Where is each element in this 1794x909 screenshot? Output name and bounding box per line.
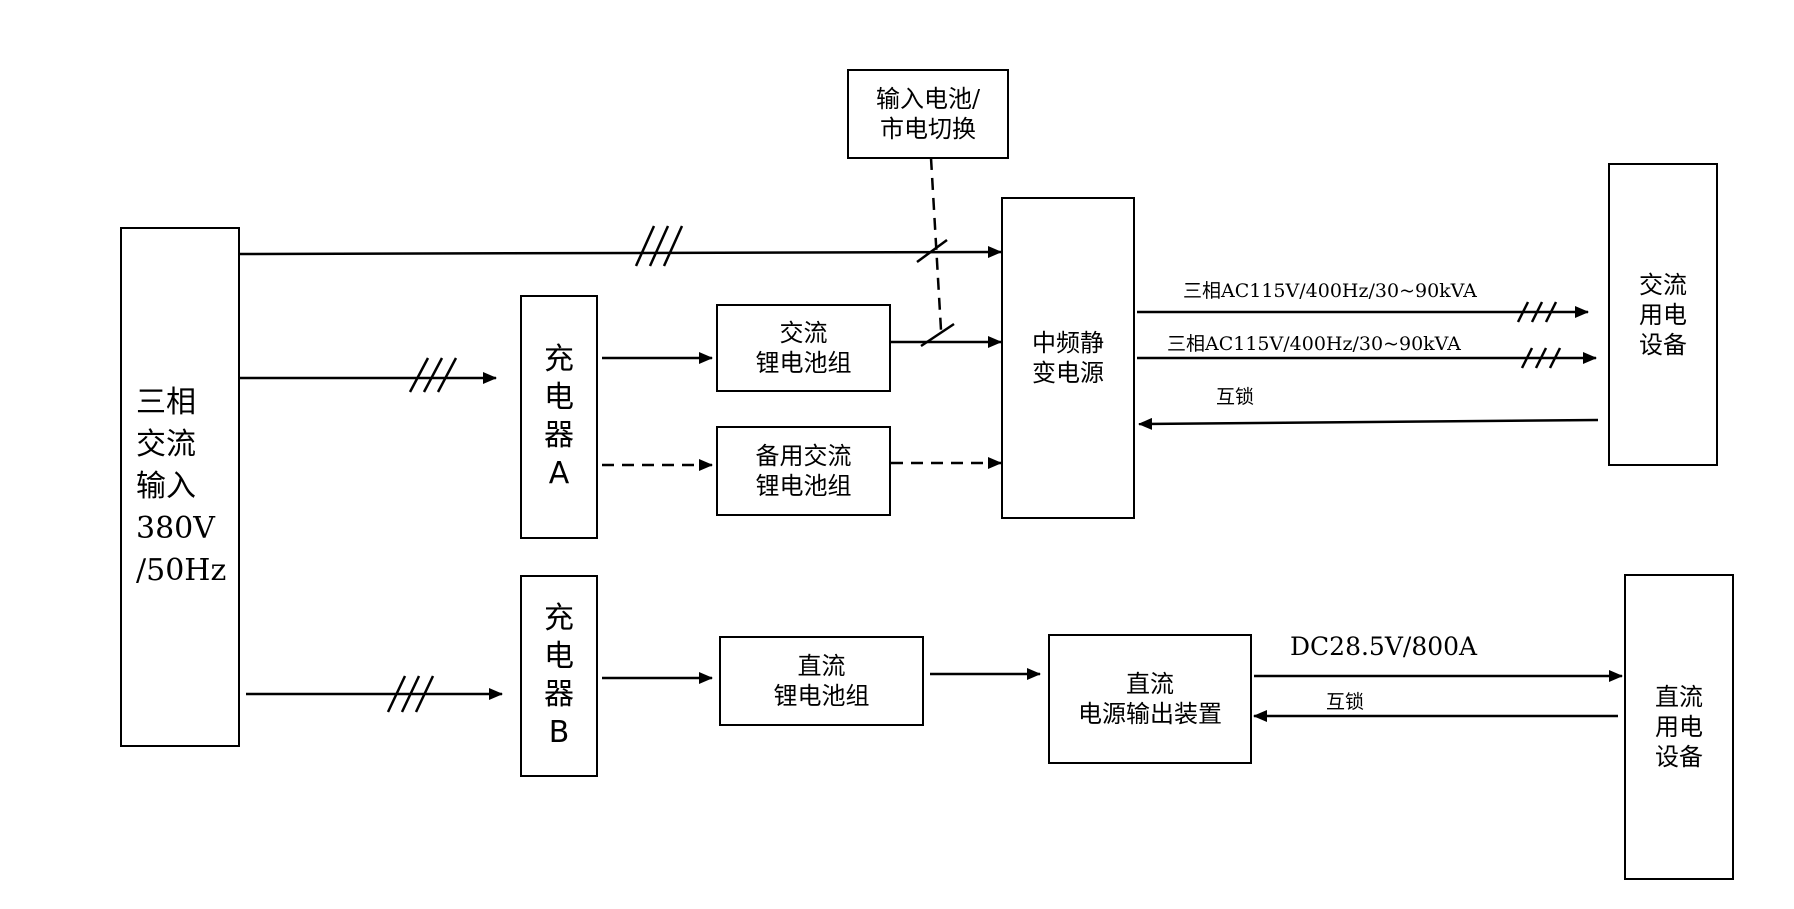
dc-battery-box: 直流 锂电池组 [719,636,924,726]
line-input-to-static-power [239,246,1002,259]
ac-equipment-box: 交流 用电 设备 [1608,163,1718,466]
backup-ac-battery-box: 备用交流 锂电池组 [716,426,891,516]
ac-battery-box: 交流 锂电池组 [716,304,891,392]
input-switch-box: 输入电池/ 市电切换 [847,69,1009,159]
charger-b-box: 充 电 器 B [520,575,598,777]
dc-interlock-label: 互锁 [1326,691,1365,713]
ac-interlock-label: 互锁 [1216,386,1255,408]
mf-static-power-box: 中频静 变电源 [1001,197,1135,519]
line-ac-interlock [1138,417,1599,430]
dc-equipment-box: 直流 用电 设备 [1624,574,1734,880]
dc-output-label: DC28.5V/800A [1290,632,1478,661]
ac-output-1-label: 三相AC115V/400Hz/30~90kVA [1183,280,1477,302]
dc-output-device-box: 直流 电源输出装置 [1048,634,1252,764]
ac-output-2-label: 三相AC115V/400Hz/30~90kVA [1167,333,1461,355]
switch-dashed-link [929,157,943,331]
charger-a-box: 充 电 器 A [520,295,598,539]
three-phase-input-box: 三相 交流 输入 380V /50Hz [120,227,240,747]
